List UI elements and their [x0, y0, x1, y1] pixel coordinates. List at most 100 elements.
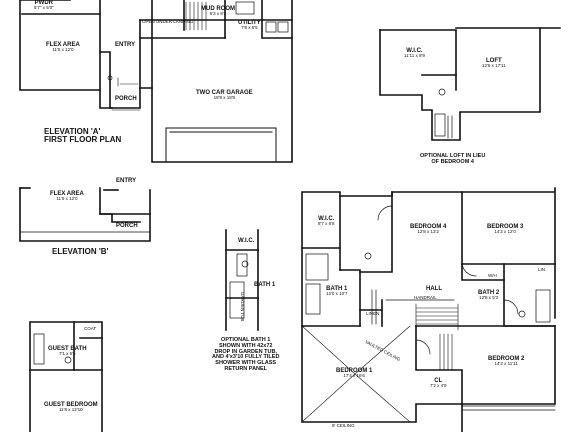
garage-room: TWO CAR GARAGE 18'8 x 18'8: [196, 90, 253, 101]
elev-b-flex-dim: 11'5 x 12'0: [56, 196, 78, 202]
bedroom4-dim: 12'8 x 13'2: [417, 229, 439, 235]
bath-option-walls: [225, 229, 259, 331]
guest-option-fixtures: [33, 333, 72, 365]
guest-bedroom-room: GUEST BEDROOM 11'8 x 12'10: [44, 402, 98, 413]
stairs-first-floor: [185, 1, 207, 31]
pwdr-dim: 5'7" x 5'0": [34, 5, 54, 11]
flex-area-label: FLEX AREA: [46, 42, 80, 48]
bath1-label: BATH 1: [326, 286, 348, 292]
elev-b-entry-label: ENTRY: [116, 178, 137, 184]
garage-label: TWO CAR GARAGE: [196, 90, 253, 96]
handrail-label: HANDRAIL: [414, 295, 437, 300]
porch-label: PORCH: [115, 96, 137, 102]
bath1-room: BATH 1 12'0 x 10'7: [326, 286, 348, 297]
loft-dim: 12'6 x 17'11: [482, 63, 506, 69]
mud-room: MUD ROOM 6'3 x 8'2: [201, 6, 235, 17]
guest-bedroom-dim: 11'8 x 12'10: [59, 407, 83, 413]
lin-label: LIN: [538, 267, 546, 272]
bath-option-note: OPTIONAL BATH 1 SHOWN WITH 42x72 DROP IN…: [212, 337, 280, 373]
bath-note-line-5: SHOWER WITH GLASS: [215, 360, 277, 367]
loft-option-fixtures: [434, 88, 453, 139]
elevation-b-caption: ELEVATION 'B': [52, 247, 109, 256]
mud-room-label: MUD ROOM: [201, 6, 235, 12]
open-under-landing-label: OPEN UNDER LANDING: [142, 19, 194, 24]
bath-note-line-2: SHOWN WITH 42x72: [218, 342, 273, 349]
utility-label: UTILITY: [238, 20, 261, 26]
bedroom1-dim: 17'4 x 16'6: [343, 373, 365, 379]
elev-b-flex-area: FLEX AREA 11'5 x 12'0: [50, 191, 84, 202]
first-floor-caption-line1: ELEVATION 'A': [44, 127, 101, 136]
bedroom2-room: BEDROOM 2 14'2 x 11'11: [488, 356, 524, 367]
utility-dim: 7'8 x 6'5: [241, 25, 258, 31]
flex-area-room: FLEX AREA 11'5 x 12'0: [46, 42, 80, 53]
loft-caption-line2: OF BEDROOM 4: [431, 158, 474, 165]
cl-room: CL 7'2 x 4'9: [430, 378, 446, 389]
loft-label: LOFT: [485, 58, 502, 64]
second-floor-doors: [377, 205, 519, 355]
bath1-dim: 12'0 x 10'7: [326, 291, 348, 297]
elev-b-porch-label: PORCH: [116, 223, 138, 229]
bedroom1-room: BEDROOM 1 17'4 x 16'6: [336, 368, 372, 379]
elevation-b-walls: [19, 187, 151, 242]
stairs-second-floor: [415, 303, 459, 371]
coat-label: COAT: [84, 326, 97, 331]
first-floor-caption-line2: FIRST FLOOR PLAN: [44, 135, 122, 145]
first-floor-caption: ELEVATION 'A' FIRST FLOOR PLAN: [44, 127, 122, 145]
bedroom3-dim: 14'2 x 12'0: [494, 229, 516, 235]
bedroom1-vaulted-lines: [301, 325, 411, 423]
bath-option-wic-label: W.I.C.: [238, 238, 255, 244]
bedroom4-label: BEDROOM 4: [410, 224, 447, 230]
bedroom3-label: BEDROOM 3: [487, 224, 524, 230]
loft-wic-dim: 11'11 x 8'9: [404, 53, 425, 59]
bath-note-line-6: RETURN PANEL: [224, 365, 268, 372]
utility-room: UTILITY 7'8 x 6'5: [238, 20, 261, 31]
bath-note-line-1: OPTIONAL BATH 1: [221, 337, 271, 343]
garden-tub-label: GARDEN TUB: [240, 292, 245, 322]
bath2-dim: 12'8 x 5'3: [479, 295, 499, 301]
guest-bedroom-label: GUEST BEDROOM: [44, 402, 98, 408]
guest-bath-label: GUEST BATH: [48, 346, 87, 352]
second-floor-fixtures: [305, 252, 551, 325]
bedroom1-label: BEDROOM 1: [336, 368, 373, 374]
bath-note-line-3: DROP IN GARDEN TUB,: [214, 348, 277, 355]
wic-dim: 8'7 x 6'8: [318, 221, 335, 227]
first-floor-fixtures: [107, 1, 289, 81]
flex-area-dim: 11'5 x 12'0: [52, 47, 74, 53]
guest-bath-room: GUEST BATH 7'1 x 5'6: [48, 346, 87, 357]
entry-label: ENTRY: [115, 42, 136, 48]
ceiling-label: 9' CEILING: [332, 423, 355, 428]
hall-label: HALL: [426, 286, 442, 292]
loft-wic-label: W.I.C.: [406, 48, 423, 54]
bath-option-bath-label: BATH 1: [254, 282, 276, 288]
garage-door: [165, 127, 277, 163]
wic-room: W.I.C. 8'7 x 6'8: [318, 216, 334, 227]
loft-caption-line1: OPTIONAL LOFT IN LIEU: [420, 153, 486, 159]
loft-option-caption: OPTIONAL LOFT IN LIEU OF BEDROOM 4: [420, 153, 486, 166]
mud-room-dim: 6'3 x 8'2: [209, 11, 227, 17]
garage-dim: 18'8 x 18'8: [213, 95, 236, 101]
porch-rail-first-floor: [111, 77, 141, 111]
cl-dim: 7'2 x 4'9: [430, 383, 447, 389]
loft-option-wic: W.I.C. 11'11 x 8'9: [404, 48, 425, 59]
bath2-label: BATH 2: [478, 290, 500, 296]
pwdr-label: PWDR: [34, 0, 54, 6]
loft-option-walls: [379, 27, 561, 141]
first-floor-walls: [19, 0, 293, 163]
loft-room: LOFT 12'6 x 17'11: [482, 58, 506, 69]
bedroom4-room: BEDROOM 4 12'8 x 13'2: [410, 224, 446, 235]
wic-label: W.I.C.: [318, 216, 335, 222]
bedroom2-label: BEDROOM 2: [488, 356, 525, 362]
wh-label: W/H: [488, 273, 497, 278]
elev-b-flex-label: FLEX AREA: [50, 191, 84, 197]
cl-label: CL: [434, 378, 443, 384]
bath2-room: BATH 2 12'8 x 5'3: [478, 290, 499, 301]
bedroom3-room: BEDROOM 3 14'2 x 12'0: [487, 224, 523, 235]
bath-note-line-4: AND 4'x3'10 FULLY TILED: [212, 354, 280, 361]
bedroom2-dim: 14'2 x 11'11: [494, 361, 518, 367]
guest-bath-dim: 7'1 x 5'6: [59, 351, 76, 357]
pwdr-room: PWDR 5'7" x 5'0": [34, 0, 54, 11]
balcony-rail: [461, 405, 556, 411]
bath-option-fixtures: [229, 253, 249, 319]
guest-option-walls: [29, 321, 103, 432]
